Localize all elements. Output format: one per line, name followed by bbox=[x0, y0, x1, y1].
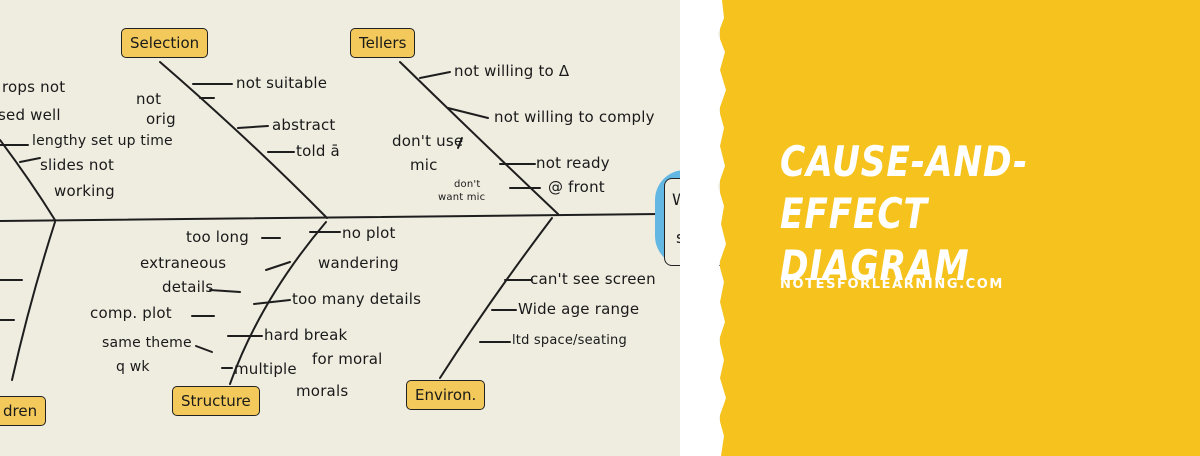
site-name: NOTESFORLEARNING.COM bbox=[780, 277, 1004, 292]
category-environment: Environ. bbox=[406, 380, 486, 410]
cause-tellers-3: don't use bbox=[392, 132, 464, 150]
cause-selection-5: told ā bbox=[296, 142, 340, 160]
cause-environment-3: ltd space/seating bbox=[512, 333, 627, 348]
cause-environment-1: can't see screen bbox=[530, 270, 656, 288]
cause-left-5: working bbox=[54, 182, 115, 200]
cause-structure-5: details bbox=[162, 278, 214, 296]
page-title: CAUSE-AND-EFFECT DIAGRAM bbox=[780, 136, 1124, 292]
cause-structure-9: same theme bbox=[102, 335, 192, 351]
cause-structure-6: too many details bbox=[292, 290, 422, 308]
left-bottom-bone bbox=[11, 221, 56, 381]
title-line-2: DIAGRAM bbox=[780, 241, 970, 290]
selection-bone bbox=[159, 61, 328, 219]
cause-structure-11: q wk bbox=[116, 359, 150, 375]
title-panel: CAUSE-AND-EFFECT DIAGRAM NOTESFORLEARNIN… bbox=[735, 0, 1200, 456]
cause-left-3: lengthy set up time bbox=[32, 133, 173, 149]
category-selection: Selection bbox=[121, 28, 209, 58]
cause-tellers-7: don't bbox=[454, 179, 481, 190]
cause-selection-1: not suitable bbox=[236, 74, 328, 92]
cause-tellers-1: not willing to Δ bbox=[454, 62, 570, 80]
cause-environment-2: Wide age range bbox=[518, 300, 640, 318]
cause-left-4: slides not bbox=[40, 156, 115, 174]
cause-structure-1: too long bbox=[186, 228, 249, 246]
spine-line bbox=[0, 213, 661, 222]
cause-structure-12: multiple bbox=[234, 360, 297, 378]
cause-structure-3: extraneous bbox=[140, 254, 227, 272]
cause-tellers-6: @ front bbox=[548, 178, 605, 196]
cause-left-2: sed well bbox=[0, 106, 61, 124]
cause-structure-2: no plot bbox=[342, 224, 396, 242]
environment-bone bbox=[439, 217, 553, 379]
cause-tellers-4: mic bbox=[410, 156, 438, 174]
cause-selection-4: abstract bbox=[272, 116, 336, 134]
category-structure: Structure bbox=[172, 386, 260, 416]
cause-structure-8: hard break bbox=[264, 326, 348, 344]
cause-tellers-2: not willing to comply bbox=[494, 108, 655, 126]
cause-selection-2: not bbox=[136, 90, 162, 108]
title-line-1: CAUSE-AND-EFFECT bbox=[780, 137, 1029, 238]
fishbone-sketch: Selection Tellers Structure Environ. dre… bbox=[0, 0, 720, 456]
cause-tellers-5: not ready bbox=[536, 154, 610, 172]
cause-structure-7: comp. plot bbox=[90, 304, 172, 322]
cause-structure-13: morals bbox=[296, 382, 349, 400]
tellers-bone bbox=[399, 61, 559, 215]
category-children-partial: dren bbox=[0, 396, 47, 426]
cause-structure-4: wandering bbox=[318, 254, 399, 272]
left-top-bone bbox=[0, 139, 56, 221]
fishbone-lines bbox=[0, 61, 661, 385]
torn-paper-edge bbox=[680, 0, 726, 456]
category-tellers: Tellers bbox=[350, 28, 416, 58]
cause-structure-10: for moral bbox=[312, 350, 383, 368]
cause-selection-3: orig bbox=[146, 110, 176, 128]
cause-tellers-8: want mic bbox=[438, 192, 486, 203]
cause-left-1: rops not bbox=[2, 78, 66, 96]
